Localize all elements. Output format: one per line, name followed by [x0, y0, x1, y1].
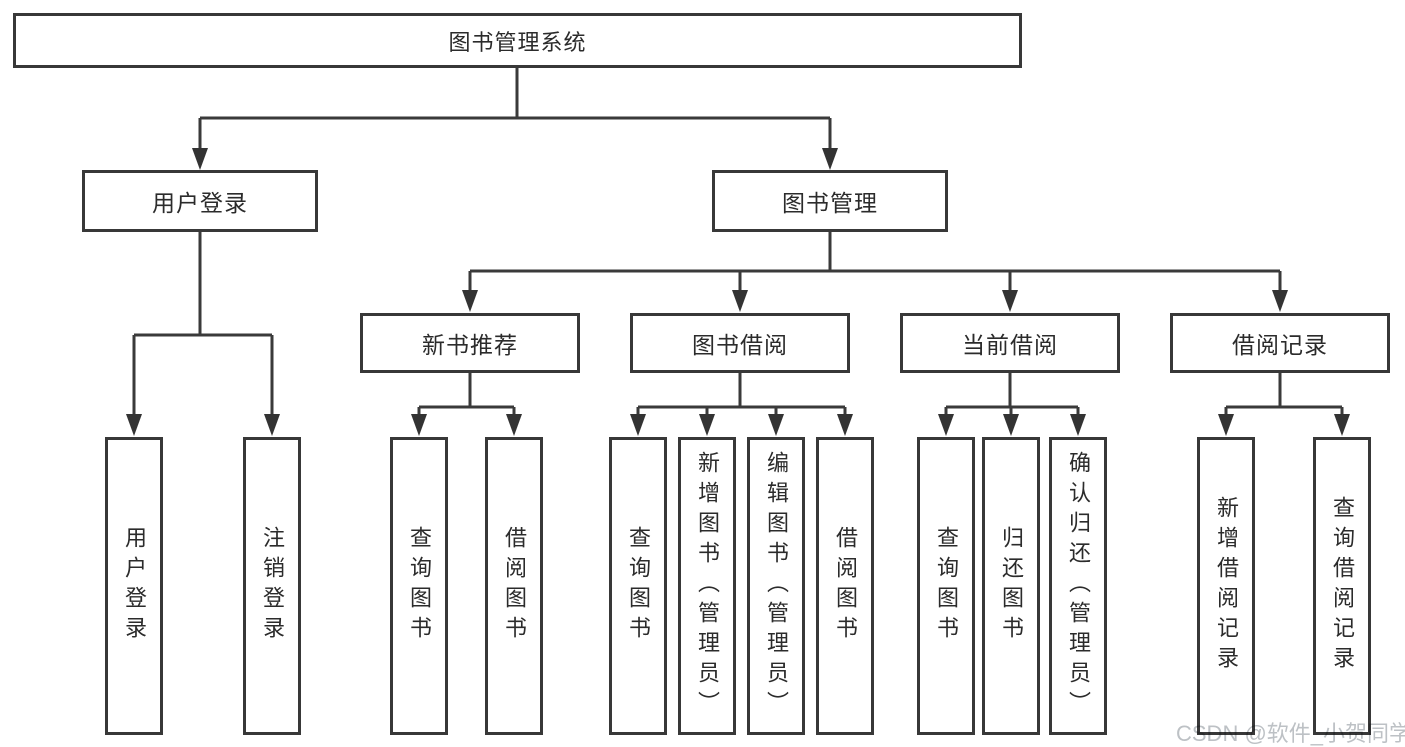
node-new-book-recommend: 新书推荐 [360, 313, 580, 373]
leaf-label: 用户登录 [122, 526, 147, 646]
leaf-label: 查询图书 [934, 526, 959, 646]
leaf-query-books-borrow: 查询图书 [609, 437, 667, 735]
leaf-label: 注销登录 [260, 526, 285, 646]
leaf-label: 新增借阅记录 [1214, 496, 1239, 676]
leaf-query-books-recommend: 查询图书 [390, 437, 448, 735]
node-user-login: 用户登录 [82, 170, 318, 232]
leaf-label: 编辑图书（管理员） [764, 451, 789, 721]
node-library-management-system: 图书管理系统 [13, 13, 1022, 68]
node-label: 当前借阅 [962, 332, 1058, 358]
node-label: 图书借阅 [692, 332, 788, 358]
leaf-label: 新增图书（管理员） [695, 451, 720, 721]
leaf-user-login: 用户登录 [105, 437, 163, 735]
leaf-logout: 注销登录 [243, 437, 301, 735]
leaf-borrow-books: 借阅图书 [816, 437, 874, 735]
leaf-return-books: 归还图书 [982, 437, 1040, 735]
leaf-query-books-current: 查询图书 [917, 437, 975, 735]
leaf-borrow-books-recommend: 借阅图书 [485, 437, 543, 735]
node-borrow-records: 借阅记录 [1170, 313, 1390, 373]
edge-bookborrow-to-leaves [636, 373, 847, 419]
edge-newbook-to-leaves [417, 373, 516, 419]
leaf-label: 归还图书 [999, 526, 1024, 646]
leaf-label: 借阅图书 [502, 526, 527, 646]
leaf-query-borrow-record: 查询借阅记录 [1313, 437, 1371, 735]
arrowheads [126, 148, 1350, 436]
edge-userlogin-to-leaves [132, 232, 274, 419]
leaf-confirm-return-admin: 确认归还（管理员） [1049, 437, 1107, 735]
leaf-label: 查询图书 [626, 526, 651, 646]
node-label: 图书管理系统 [448, 29, 587, 55]
node-current-borrow: 当前借阅 [900, 313, 1120, 373]
node-label: 用户登录 [152, 190, 248, 216]
edge-currentborrow-to-leaves [944, 373, 1080, 419]
leaf-edit-books-admin: 编辑图书（管理员） [747, 437, 805, 735]
edge-root-to-level2 [198, 68, 832, 152]
node-label: 图书管理 [782, 190, 878, 216]
leaf-label: 借阅图书 [833, 526, 858, 646]
leaf-add-books-admin: 新增图书（管理员） [678, 437, 736, 735]
node-book-management: 图书管理 [712, 170, 948, 232]
leaf-label: 确认归还（管理员） [1066, 451, 1091, 721]
edge-bookmgmt-to-level3 [468, 232, 1282, 295]
leaf-label: 查询图书 [407, 526, 432, 646]
node-label: 新书推荐 [422, 332, 518, 358]
leaf-label: 查询借阅记录 [1330, 496, 1355, 676]
edge-records-to-leaves [1224, 373, 1344, 419]
node-book-borrow: 图书借阅 [630, 313, 850, 373]
csdn-watermark: CSDN @软件_小贺同学 [1176, 721, 1405, 746]
leaf-add-borrow-record: 新增借阅记录 [1197, 437, 1255, 735]
node-label: 借阅记录 [1232, 332, 1328, 358]
